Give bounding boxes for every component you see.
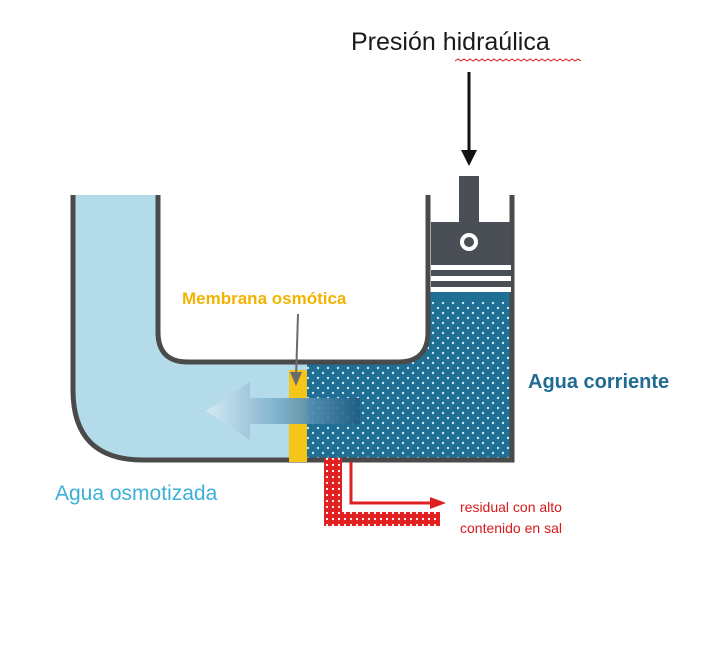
waste-outlet-pipe — [324, 458, 440, 526]
salt-water-region — [307, 292, 512, 460]
pressure-arrow-icon — [461, 72, 477, 166]
clean-water-region — [73, 195, 307, 460]
membrane-pointer-head — [290, 372, 302, 386]
spellcheck-underline — [455, 58, 581, 62]
osmotized-water-label: Agua osmotizada — [55, 482, 218, 505]
waste-arrow-icon — [349, 462, 446, 509]
vessel-outer-wall — [70, 195, 515, 463]
waste-label: residual con alto contenido en sal — [460, 499, 562, 536]
flow-arrow-icon — [206, 382, 360, 440]
piston-icon — [431, 176, 511, 292]
membrane-pointer — [295, 313, 299, 379]
membrane-label: Membrana osmótica — [182, 289, 347, 308]
tap-water-label: Agua corriente — [528, 371, 670, 393]
vessel-inner-wall — [155, 195, 431, 365]
pressure-label: Presión hidraúlica — [351, 28, 550, 56]
